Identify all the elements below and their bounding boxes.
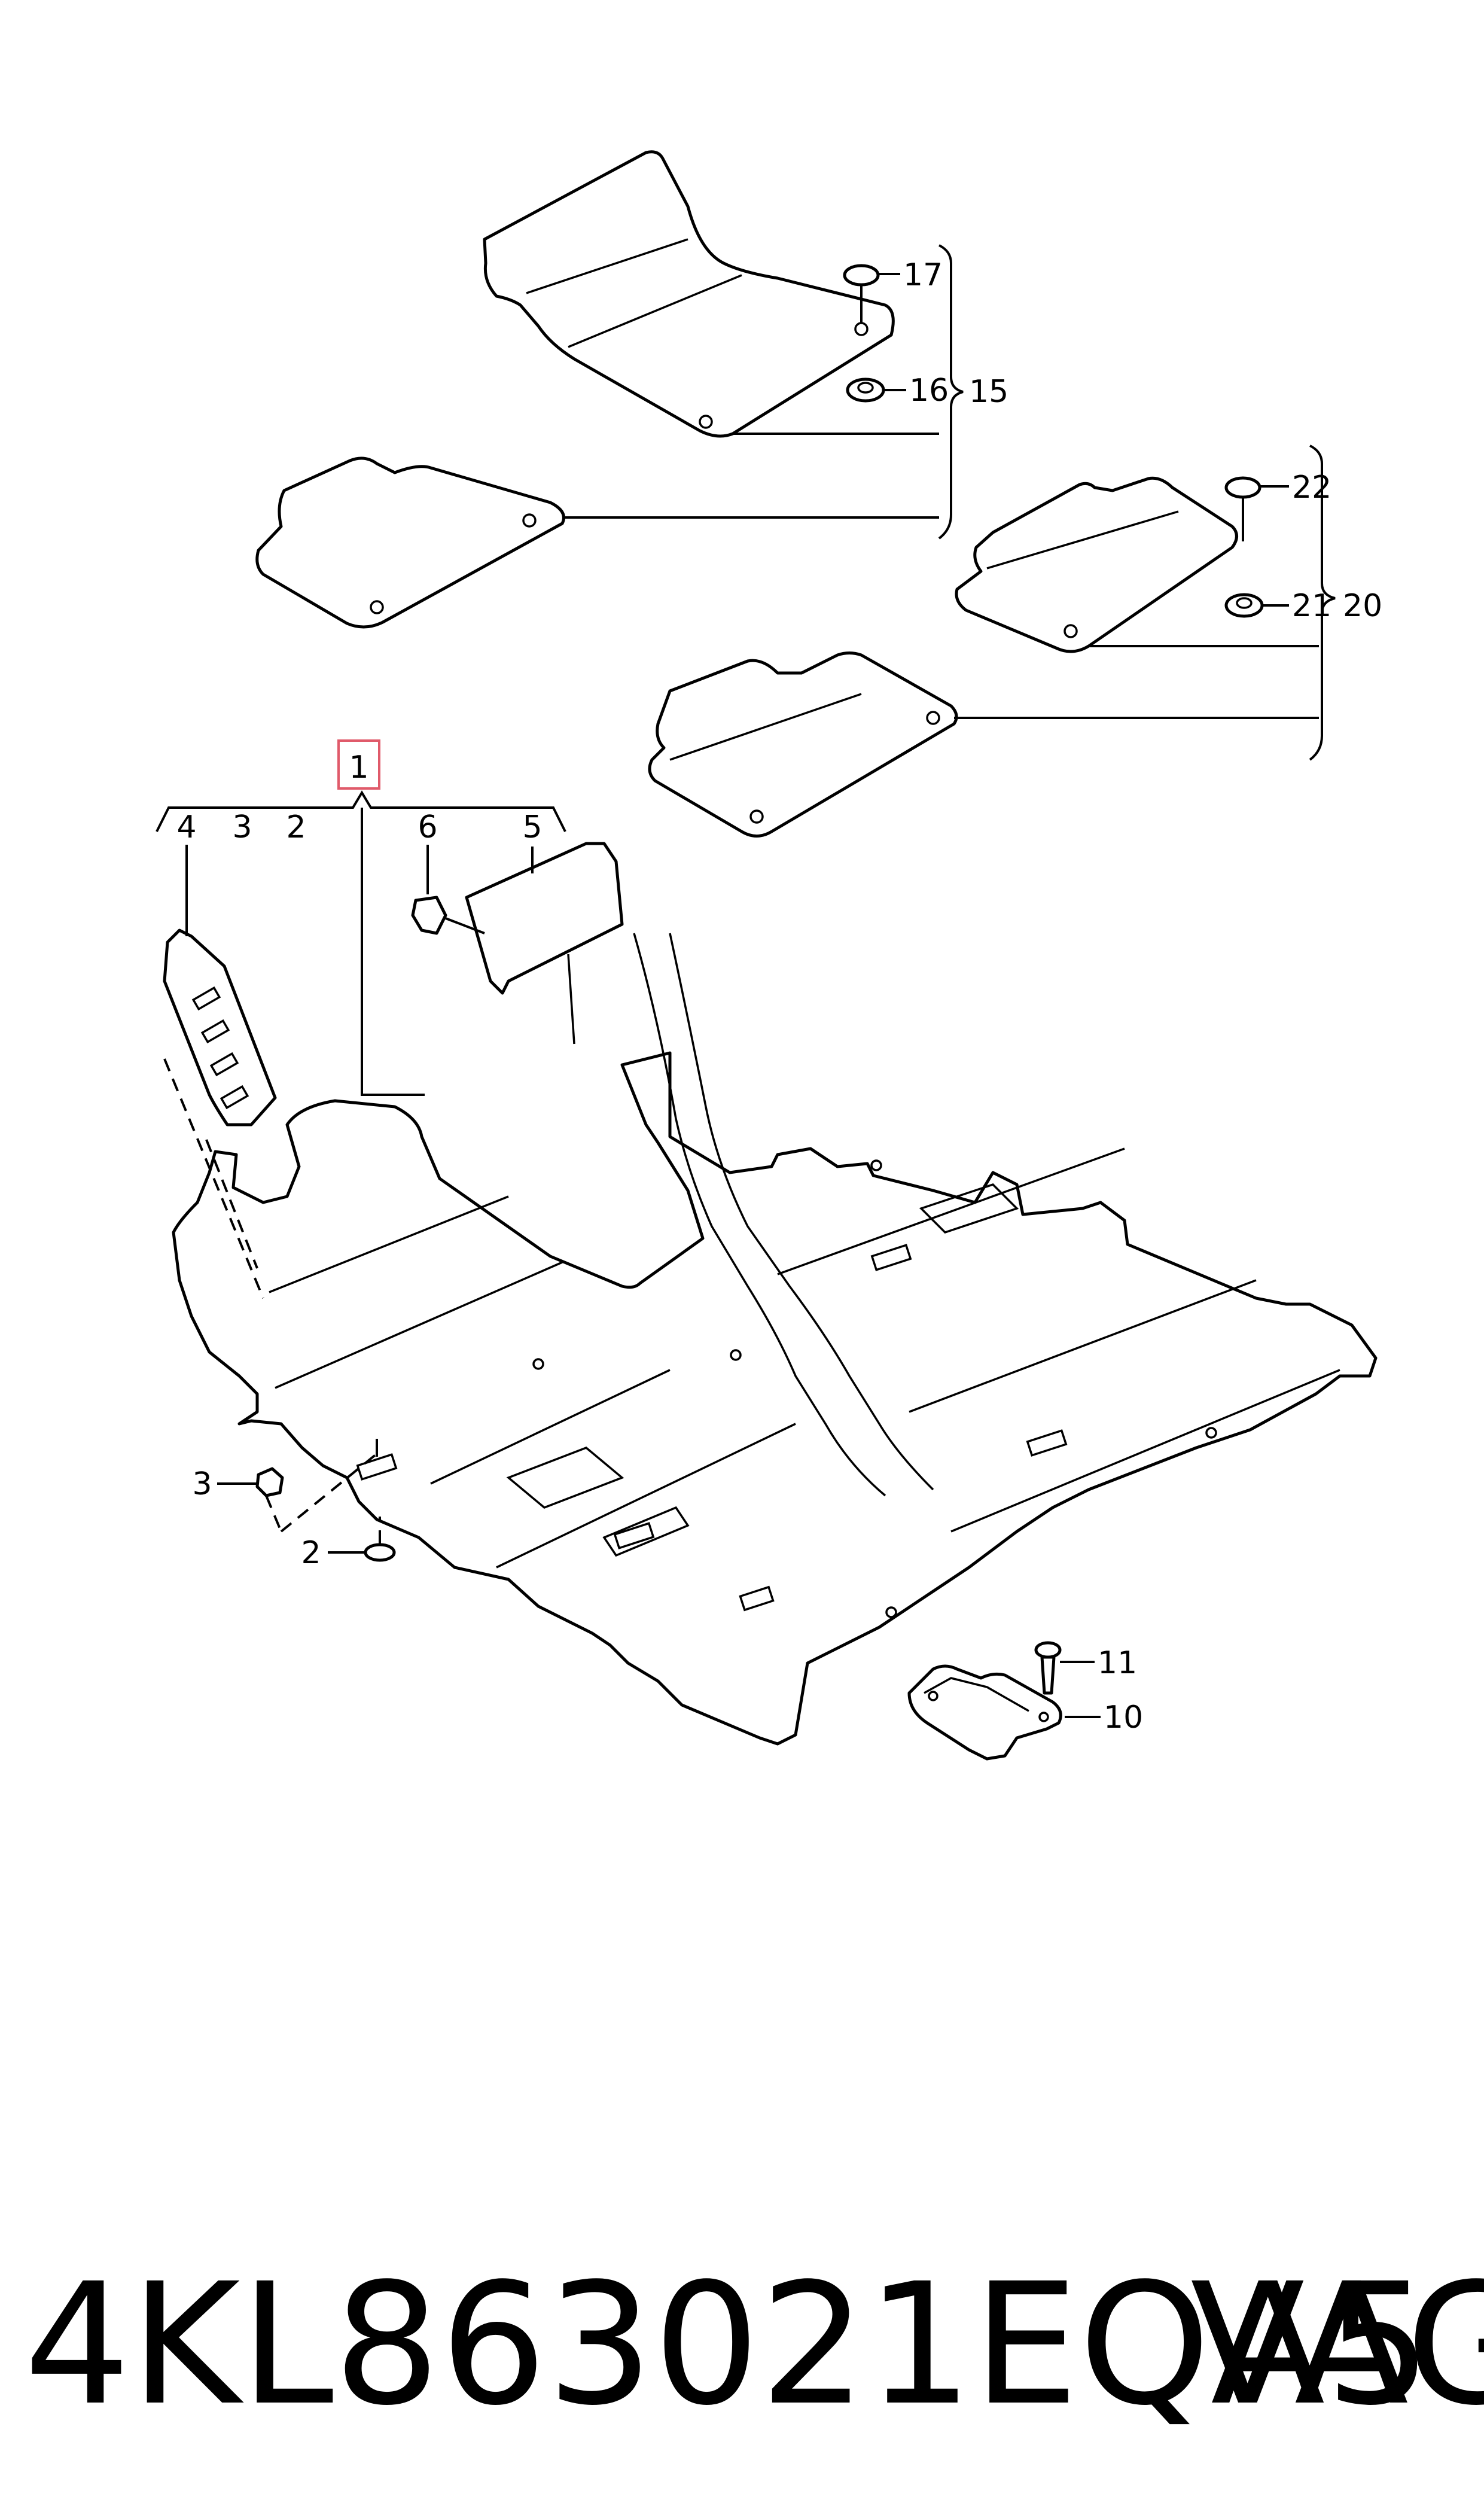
brand-name: VAG: [1190, 2248, 1484, 2443]
callout-10: 10: [1104, 1700, 1143, 1735]
callout-1-highlight: [337, 739, 380, 790]
clip-17-icon: [843, 264, 900, 323]
part-number: 4KL863021EQA5: [24, 2248, 1432, 2443]
sill-trim-4: [163, 928, 277, 1126]
clip-22-icon: [1224, 476, 1289, 541]
leader-1: [361, 808, 425, 1096]
callout-22: 22: [1292, 470, 1331, 506]
grommet-2-icon: [328, 1517, 396, 1562]
insulation-pad-5: [465, 842, 624, 1045]
callout-11: 11: [1098, 1645, 1137, 1681]
exploded-parts-diagram: 1 4 3 2 6 5 3 2 11 10 17 16 15 22 21 20: [156, 150, 1382, 1761]
floor-mat-front-left: [483, 150, 895, 438]
callout-3-bottom: 3: [192, 1466, 212, 1502]
dashed-leader-4b: [205, 1139, 258, 1269]
bracket-1: [156, 790, 566, 832]
callout-1: 1: [349, 750, 368, 785]
floor-mat-rear-right: [648, 651, 958, 838]
callout-6: 6: [418, 809, 437, 845]
callout-15: 15: [969, 374, 1008, 410]
clip-6-icon: [411, 845, 485, 935]
grommet-21-icon: [1224, 593, 1289, 618]
callout-2-top: 2: [286, 809, 306, 845]
callout-16: 16: [909, 373, 949, 409]
callout-2-bottom: 2: [301, 1535, 321, 1571]
push-clip-11-icon: [1034, 1641, 1095, 1695]
callout-5: 5: [522, 809, 542, 845]
callout-20: 20: [1343, 588, 1382, 624]
callout-21: 21: [1292, 588, 1331, 624]
callout-4: 4: [176, 809, 196, 845]
floor-mat-front-right: [955, 476, 1238, 653]
grommet-16-icon: [846, 377, 906, 403]
bracket-20: [1309, 444, 1336, 761]
clip-3-icon: [217, 1439, 378, 1533]
floor-carpet-main: [172, 933, 1378, 1746]
callout-17: 17: [903, 257, 943, 293]
floor-mat-rear-left: [255, 456, 565, 629]
dashed-leader-4a: [163, 1058, 264, 1299]
cover-panel-10: [907, 1664, 1101, 1761]
bracket-15: [938, 244, 964, 540]
callout-3-top: 3: [232, 809, 252, 845]
